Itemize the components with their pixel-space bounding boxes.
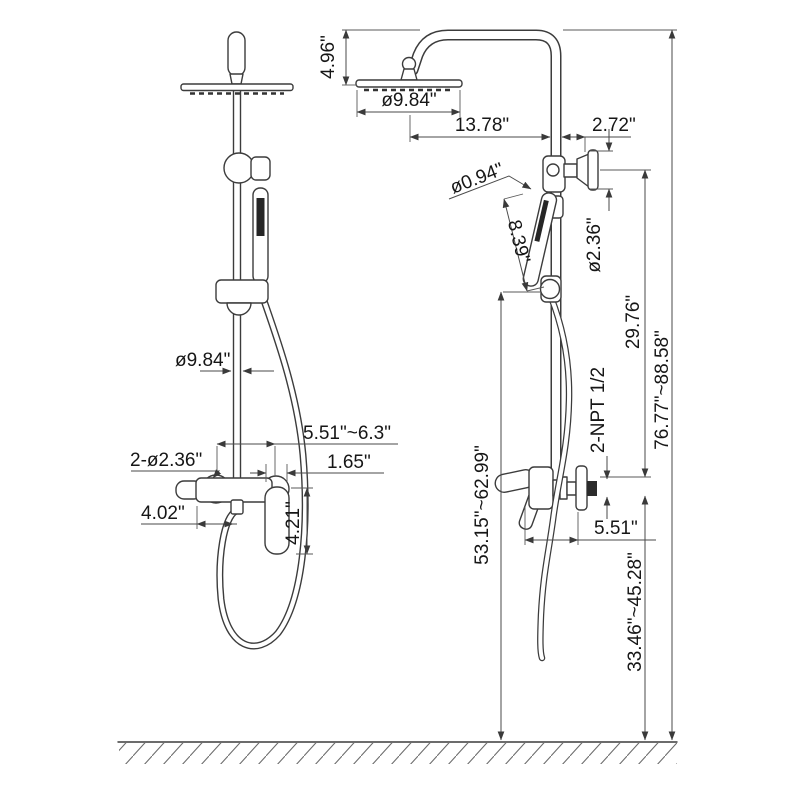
valve-body-side bbox=[528, 466, 554, 510]
holder-clip-front bbox=[250, 156, 271, 181]
dim-label: 4.96" bbox=[318, 35, 339, 79]
dim-label: 13.78" bbox=[455, 115, 509, 136]
hand-shower-side bbox=[522, 192, 558, 287]
mixer-valve-front bbox=[175, 474, 290, 555]
dim-label: 2.72" bbox=[592, 115, 636, 136]
valve-handle-front bbox=[264, 486, 290, 555]
arm-and-riser-side bbox=[407, 29, 562, 484]
dim-label: 53.15"~62.99" bbox=[472, 445, 493, 565]
mixer-valve-side bbox=[494, 465, 597, 530]
dimensions-side: 4.96" ø9.84" 13.78" 2.72" ø0.94" 8.3 bbox=[318, 29, 677, 741]
hand-shower-grip-front bbox=[256, 198, 265, 236]
dim-side-arm-drop: 4.96" bbox=[318, 29, 420, 86]
dim-label: 2-ø2.36" bbox=[130, 450, 202, 471]
dim-label: 2-NPT 1/2 bbox=[588, 367, 609, 453]
dim-label: 5.51"~6.3" bbox=[303, 423, 391, 444]
dim-label: 33.46"~45.28" bbox=[625, 552, 646, 672]
hose-front bbox=[216, 288, 309, 650]
dim-label: 8.39" bbox=[503, 218, 534, 266]
ground-hatching bbox=[119, 743, 677, 764]
dim-label: ø2.36" bbox=[584, 217, 605, 272]
dim-side-wand-diameter: ø0.94" bbox=[447, 159, 532, 200]
top-knob-front bbox=[227, 31, 246, 77]
bracket-knob-side bbox=[546, 163, 560, 177]
shower-head-side bbox=[355, 79, 463, 88]
shower-head-front bbox=[180, 83, 294, 92]
npt-nipple-side bbox=[587, 481, 597, 496]
wall-flange-side bbox=[587, 149, 599, 191]
side-view bbox=[355, 29, 599, 662]
dimensions-front: ø9.84" 5.51"~6.3" 1.65" 2-ø2.36" 4.02" bbox=[130, 350, 398, 555]
dim-label: 1.65" bbox=[327, 452, 371, 473]
dim-front-head-diameter: ø9.84" bbox=[175, 350, 274, 375]
dim-label: 5.51" bbox=[594, 518, 638, 539]
holder-ring-front bbox=[223, 152, 255, 184]
hose-nut-front bbox=[230, 499, 244, 515]
head-collar-side bbox=[400, 68, 418, 81]
valve-body-front bbox=[195, 477, 273, 503]
dim-front-valve-spread: 5.51"~6.3" bbox=[216, 423, 398, 476]
hand-shower-face-side bbox=[534, 199, 549, 242]
dim-label: 76.77"~88.58" bbox=[652, 330, 673, 450]
dim-label: ø9.84" bbox=[381, 90, 436, 111]
hose-side bbox=[537, 293, 573, 662]
dim-side-slider-height: 53.15"~62.99" bbox=[472, 291, 541, 741]
valve-flange-side bbox=[575, 465, 588, 511]
dim-side-head-diameter: ø9.84" bbox=[356, 90, 461, 117]
dim-side-thread-spec: 2-NPT 1/2 bbox=[588, 367, 611, 519]
pivot-side bbox=[539, 278, 561, 300]
dim-front-handle-width: 1.65" bbox=[250, 452, 384, 482]
dim-side-wall-clearance: 2.72" bbox=[561, 115, 636, 152]
front-view bbox=[175, 31, 309, 650]
slider-bracket-front bbox=[215, 279, 269, 304]
dim-label: ø9.84" bbox=[175, 350, 230, 371]
dim-front-escutcheons: 2-ø2.36" bbox=[130, 450, 222, 479]
dim-label: 29.76" bbox=[623, 295, 644, 349]
dim-side-flange-diameter: ø2.36" bbox=[584, 129, 613, 273]
slider-hook-front bbox=[226, 302, 252, 316]
dim-label: ø0.94" bbox=[447, 159, 506, 198]
dim-side-overall-height: 76.77"~88.58" bbox=[563, 29, 677, 741]
dim-side-arm-reach: 13.78" bbox=[409, 115, 551, 142]
dim-label: 4.02" bbox=[141, 503, 185, 524]
ground bbox=[117, 741, 678, 764]
dim-side-valve-height: 33.46"~45.28" bbox=[625, 495, 649, 741]
head-collar-front bbox=[229, 73, 244, 85]
dim-label: 4.21" bbox=[283, 501, 304, 545]
dim-side-valve-depth: 5.51" bbox=[524, 507, 656, 545]
dim-front-handle-length: 4.21" bbox=[283, 487, 313, 555]
dim-front-spout-reach: 4.02" bbox=[141, 503, 237, 529]
